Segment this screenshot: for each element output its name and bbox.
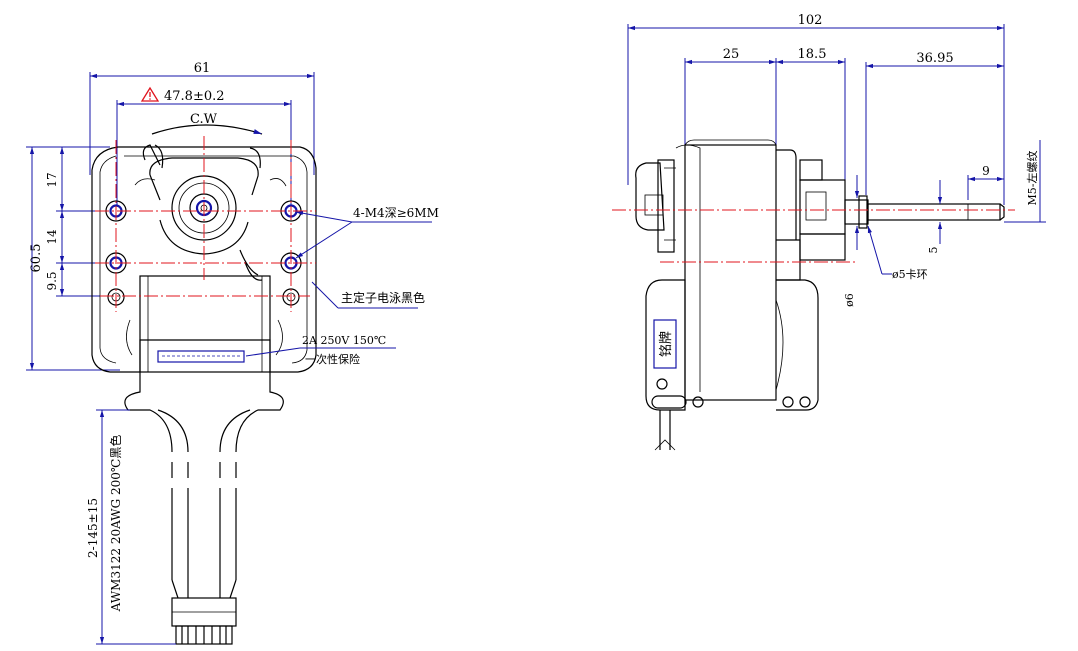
dim-total: 102 <box>798 13 823 28</box>
warning-icon <box>140 86 160 102</box>
lead-spec: AWM3122 20AWG 200℃黑色 <box>109 435 123 613</box>
nameplate-label: 铭牌 <box>658 331 674 357</box>
dim-25: 25 <box>723 47 740 62</box>
dim-5: 5 <box>927 247 940 254</box>
side-view: 102 25 18.5 36.95 9 <box>612 13 1046 451</box>
dim-18-5: 18.5 <box>798 47 827 62</box>
dim-height: 60.5 <box>29 244 44 273</box>
fuse-note: 一次性保险 <box>305 352 360 366</box>
note-stator: 主定子电泳黑色 <box>341 290 425 305</box>
fuse-spec: 2A 250V 150℃ <box>302 334 386 347</box>
rotation-arrow-icon <box>151 124 263 135</box>
stator-coil <box>139 275 271 373</box>
nameplate-box <box>653 319 677 369</box>
connector <box>171 597 237 645</box>
stator-stack <box>684 144 777 401</box>
thermal-fuse <box>157 350 245 363</box>
dim-width: 61 <box>194 61 211 76</box>
rotation-label: C.W <box>190 112 218 127</box>
dim-hole-span: 47.8±0.2 <box>164 89 225 104</box>
lead-length: 2-145±15 <box>86 498 100 558</box>
dim-9: 9 <box>982 164 990 178</box>
dim-17: 17 <box>45 172 59 187</box>
front-view: 61 47.8±0.2 C.W 60.5 17 14 9.5 <box>26 61 439 645</box>
dim-6: ø6 <box>843 293 856 307</box>
note-holes: 4-M4深≥6MM <box>353 206 439 220</box>
shaft <box>844 199 869 225</box>
dim-14: 14 <box>45 229 59 245</box>
lead-wires <box>124 372 284 599</box>
dim-9-5: 9.5 <box>45 271 59 290</box>
note-thread: M5-左螺纹 <box>1025 151 1039 206</box>
dim-36-95: 36.95 <box>916 51 953 66</box>
note-clip: ø5卡环 <box>892 268 928 281</box>
